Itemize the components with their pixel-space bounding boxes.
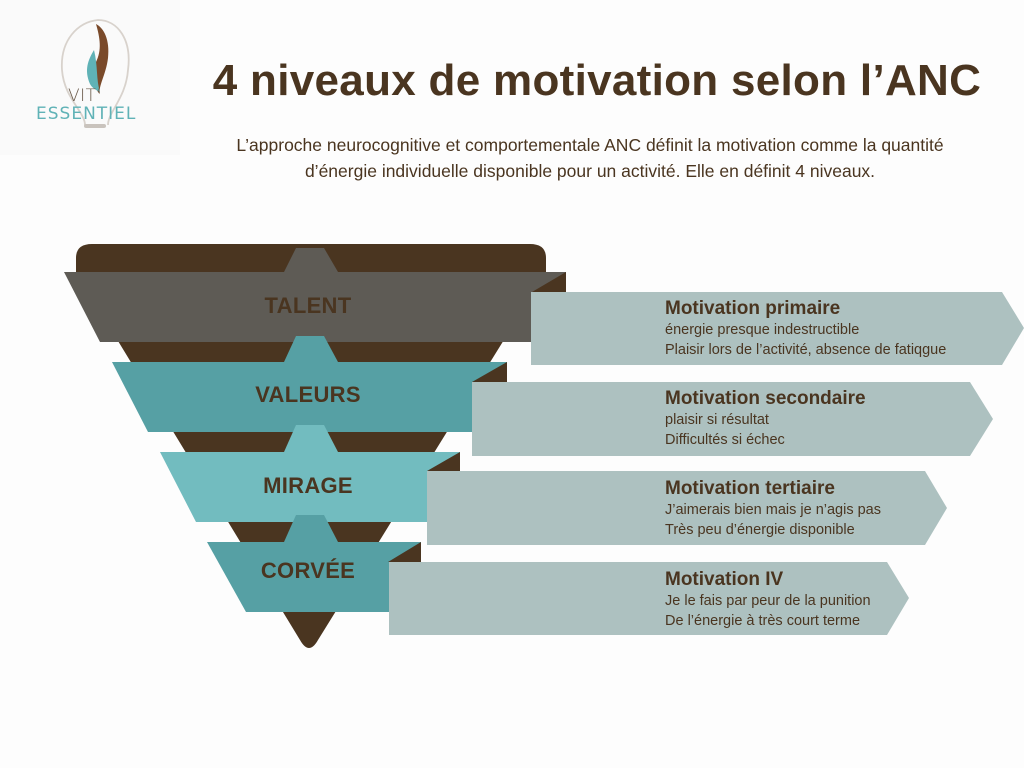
tab-valeurs (284, 336, 338, 362)
card-line: Très peu d’énergie disponible (665, 522, 855, 538)
band-valeurs (112, 362, 507, 432)
card-iv (389, 562, 909, 635)
card-text-iv: Motivation IV Je le fais par peur de la … (665, 569, 871, 631)
level-label-talent: TALENT (264, 293, 352, 318)
logo-text-vit: VIT' (68, 86, 102, 106)
fold-talent (532, 272, 566, 292)
fold-corvee (388, 542, 421, 562)
tab-talent (284, 248, 338, 272)
card-line: Je le fais par peur de la punition (665, 593, 871, 609)
band-mirage (160, 452, 460, 522)
card-title: Motivation secondaire (665, 388, 866, 409)
logo: VIT' ESSENTIEL (0, 0, 180, 155)
lightbulb-icon (61, 19, 130, 128)
card-line: J’aimerais bien mais je n’agis pas (665, 502, 881, 518)
page-title: 4 niveaux de motivation selon l’ANC (212, 56, 982, 105)
card-line: Difficultés si échec (665, 432, 785, 448)
level-label-corvee: CORVÉE (260, 558, 356, 583)
card-primaire (531, 292, 1024, 365)
level-label-valeurs: VALEURS (255, 382, 361, 407)
level-label-mirage: MIRAGE (263, 473, 353, 498)
card-title: Motivation tertiaire (665, 478, 835, 499)
tab-mirage (284, 425, 338, 452)
page-subtitle: L’approche neurocognitive et comportemen… (236, 135, 944, 181)
card-text-primaire: Motivation primaire énergie presque inde… (665, 298, 946, 360)
card-line: énergie presque indestructible (665, 322, 860, 338)
card-secondaire (472, 382, 993, 456)
band-corvee (207, 542, 421, 612)
card-line: plaisir si résultat (665, 412, 769, 428)
card-line: Plaisir lors de l’activité, absence de f… (665, 342, 947, 358)
card-line: De l’énergie à très court terme (665, 613, 861, 629)
band-talent (64, 272, 566, 342)
card-tertiaire (427, 471, 947, 545)
fold-valeurs (472, 362, 507, 382)
fold-mirage (427, 452, 460, 471)
tab-corvee (284, 515, 338, 542)
card-title: Motivation primaire (665, 298, 841, 319)
logo-text-essentiel: ESSENTIEL (36, 104, 137, 124)
card-text-tertiaire: Motivation tertiaire J’aimerais bien mai… (665, 478, 881, 540)
card-text-secondaire: Motivation secondaire plaisir si résulta… (665, 388, 866, 450)
card-title: Motivation IV (665, 569, 784, 590)
